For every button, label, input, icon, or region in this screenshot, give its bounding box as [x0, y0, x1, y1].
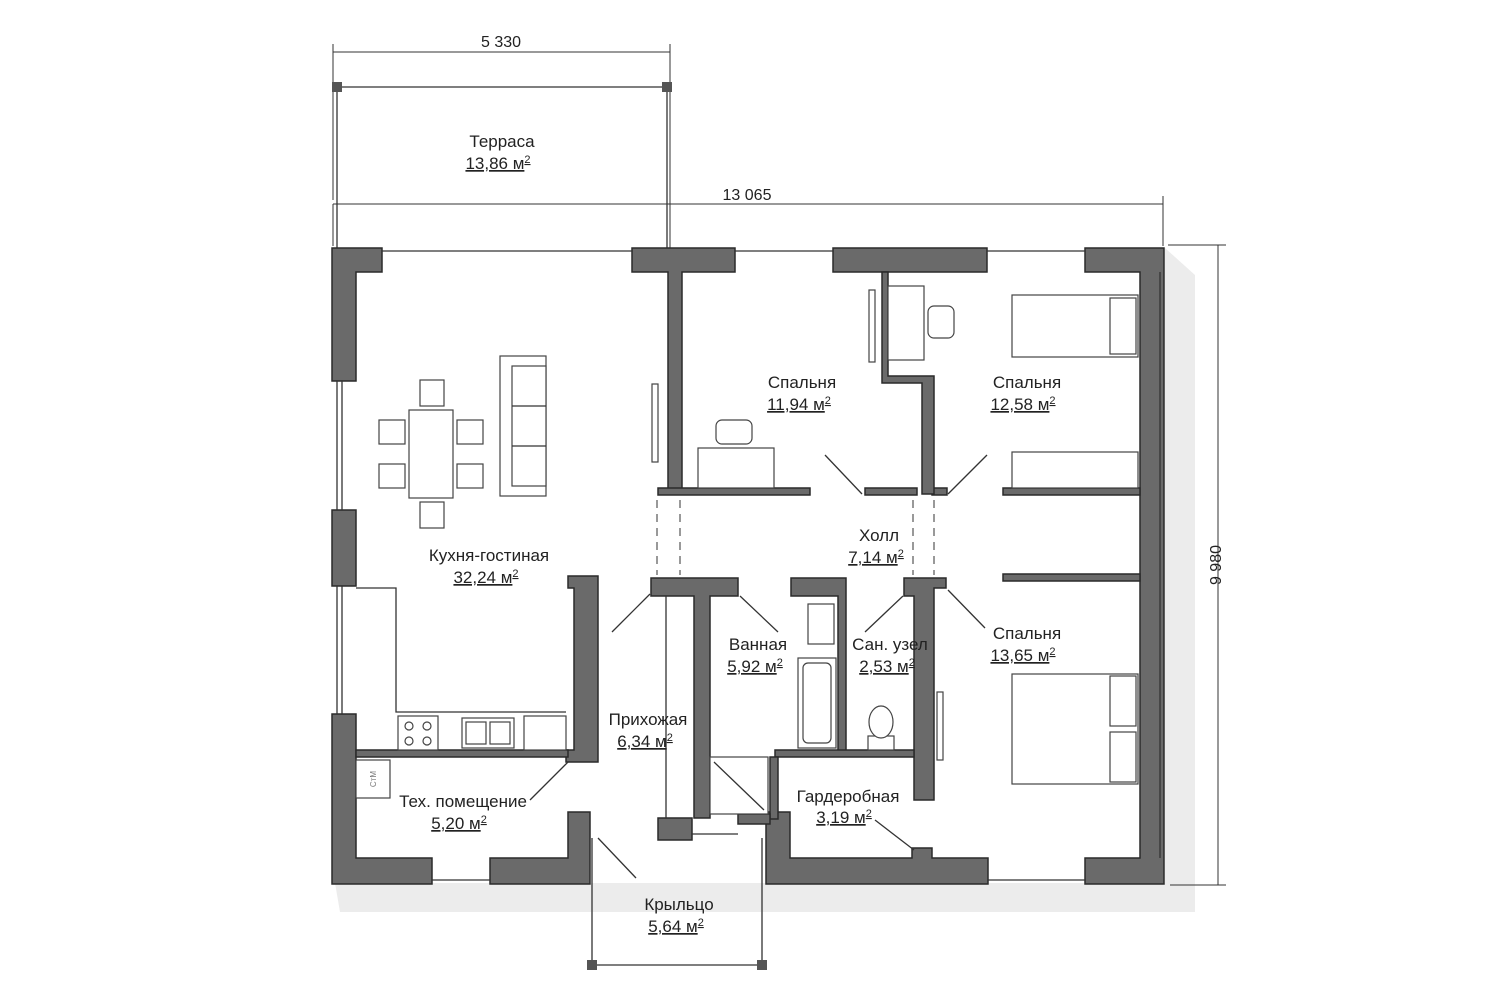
dimension-terrace-width	[332, 44, 671, 248]
room-name: Крыльцо	[644, 895, 713, 914]
room-area: 7,14 м2	[848, 548, 904, 567]
room-hall: Холл 7,14 м2	[848, 526, 904, 567]
room-bedroom-3: Спальня 13,65 м2	[990, 624, 1061, 665]
shower	[709, 756, 769, 815]
room-area: 13,86 м2	[465, 154, 530, 173]
bathroom-sink	[807, 603, 835, 645]
room-area: 5,92 м2	[727, 657, 783, 676]
room-name: Спальня	[768, 373, 836, 392]
bathtub	[797, 657, 837, 749]
room-name: Кухня-гостиная	[429, 546, 549, 565]
room-name: Прихожая	[609, 710, 688, 729]
room-area: 6,34 м2	[617, 732, 673, 751]
boiler	[355, 759, 391, 799]
room-area: 11,94 м2	[767, 395, 831, 414]
room-area: 13,65 м2	[990, 646, 1055, 665]
desk-bedroom-2	[887, 285, 955, 361]
sofa	[499, 355, 547, 497]
room-area: 2,53 м2	[859, 657, 915, 676]
toilet	[867, 705, 895, 751]
room-area: 5,64 м2	[648, 917, 704, 936]
room-name: Спальня	[993, 373, 1061, 392]
room-terrace: Терраса 13,86 м2	[465, 132, 535, 173]
room-name: Гардеробная	[797, 787, 900, 806]
room-living-kitchen: Кухня-гостиная 32,24 м2	[429, 546, 549, 587]
room-area: 32,24 м2	[453, 568, 518, 587]
boiler-label: СтМ	[369, 771, 378, 787]
room-toilet: Сан. узел 2,53 м2	[852, 635, 928, 676]
dim-total-width: 13 065	[723, 187, 772, 204]
porch-outline	[587, 838, 767, 970]
bed-bedroom-2	[1011, 294, 1139, 358]
room-entrance-hall: Прихожая 6,34 м2	[609, 710, 688, 751]
room-name: Ванная	[729, 635, 787, 654]
kitchen-counter	[356, 587, 567, 751]
room-utility: Тех. помещение 5,20 м2	[399, 792, 527, 833]
dining-table	[378, 379, 484, 529]
doors	[529, 289, 988, 879]
dim-terrace-width: 5 330	[481, 34, 521, 51]
room-porch: Крыльцо 5,64 м2	[644, 895, 713, 936]
room-name: Спальня	[993, 624, 1061, 643]
terrace-outline	[332, 82, 672, 248]
bed-bedroom-3	[1011, 673, 1139, 785]
room-name: Сан. узел	[852, 635, 928, 654]
room-bedroom-1: Спальня 11,94 м2	[767, 373, 836, 414]
room-bedroom-2: Спальня 12,58 м2	[990, 373, 1061, 414]
room-area: 5,20 м2	[431, 814, 487, 833]
room-bathroom: Ванная 5,92 м2	[727, 635, 787, 676]
room-area: 3,19 м2	[816, 808, 872, 827]
dimension-total-depth	[1168, 244, 1226, 886]
desk-bedroom-1	[697, 419, 775, 489]
room-wardrobe: Гардеробная 3,19 м2	[797, 787, 900, 827]
wardrobe-bedroom-2	[1011, 451, 1139, 489]
windows	[336, 250, 1161, 881]
dim-total-depth: 9 980	[1208, 545, 1225, 585]
dimension-total-width	[332, 196, 1164, 246]
room-name: Тех. помещение	[399, 792, 527, 811]
room-area: 12,58 м2	[990, 395, 1055, 414]
exterior-walls	[331, 247, 1165, 885]
room-name: Терраса	[469, 132, 535, 151]
room-name: Холл	[859, 526, 899, 545]
